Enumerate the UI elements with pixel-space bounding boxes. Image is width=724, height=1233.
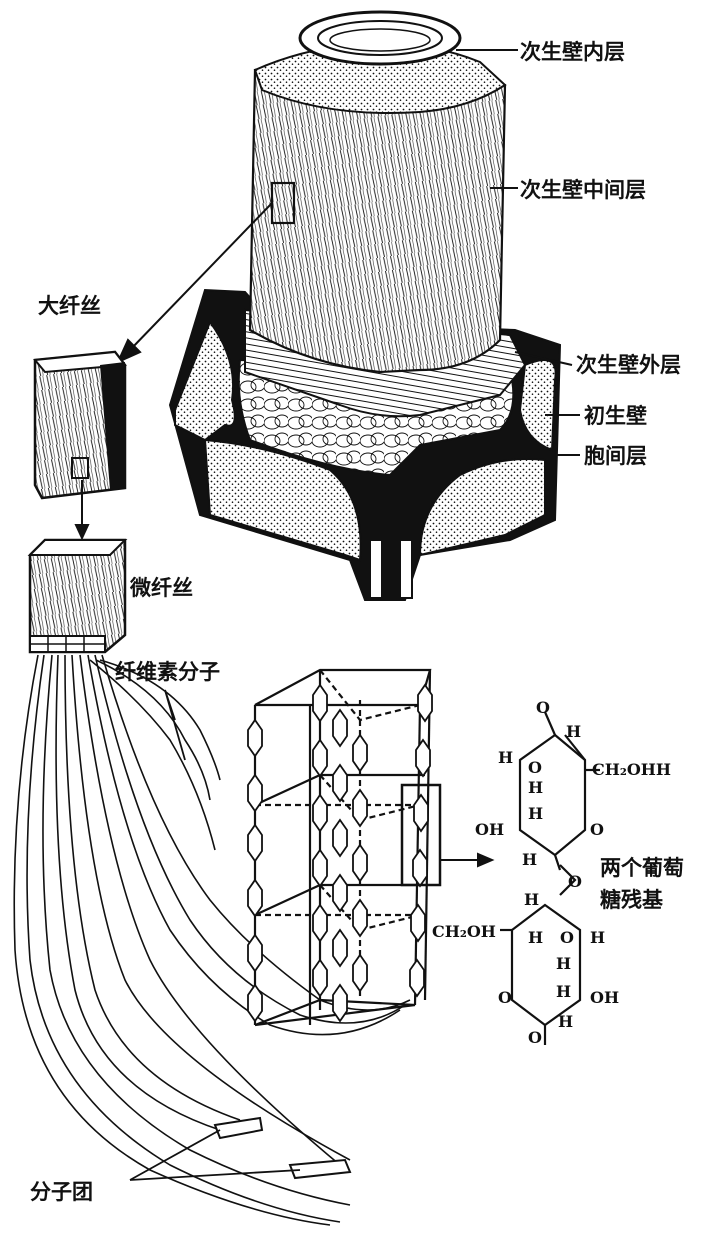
neighbour-cell-right — [518, 359, 557, 452]
chem-top-H-right: H — [566, 722, 582, 741]
leader-secondary-outer — [514, 351, 573, 366]
label-glucose-residues-line2: 糖残基 — [600, 888, 663, 912]
ring-chain-mid2 — [332, 708, 348, 1023]
label-glucose-residues-line1: 两个葡萄 — [600, 856, 684, 880]
ring-chain-left — [247, 718, 263, 1023]
neighbour-cell-left — [174, 319, 236, 442]
chem-lower-H4: H — [556, 982, 572, 1001]
glucose-residue-structure — [500, 711, 600, 1045]
molecule-leaders — [129, 689, 301, 1181]
chem-top-H-left: H — [498, 748, 514, 767]
leader-micelle-1 — [129, 1129, 221, 1181]
glucose-rings — [247, 683, 433, 1023]
ring-chain-mid — [312, 683, 328, 998]
chem-top-O: O — [536, 698, 550, 717]
label-secondary-wall-inner: 次生壁内层 — [520, 40, 625, 64]
chem-mid-O1: O — [528, 758, 542, 777]
chem-ring-O-left: O — [498, 988, 512, 1007]
chem-mid-H2: H — [528, 804, 544, 823]
zoom-arrow-2 — [74, 480, 90, 541]
label-cellulose-molecule: 纤维素分子 — [115, 660, 220, 684]
ring-chain-centre — [352, 733, 368, 993]
label-macrofibril: 大纤丝 — [38, 294, 101, 318]
leader-micelle-2 — [129, 1169, 301, 1181]
macrofibril-block — [33, 350, 127, 500]
inner-layer-rim — [317, 20, 443, 56]
label-secondary-wall-outer: 次生壁外层 — [576, 353, 681, 377]
label-middle-lamella: 胞间层 — [584, 444, 647, 468]
label-microfibril: 微纤丝 — [130, 576, 193, 600]
leader-lines — [456, 49, 580, 456]
cellulose-fibres — [13, 654, 411, 1226]
chem-bottom-O: O — [528, 1028, 542, 1047]
chem-lower-O1: O — [560, 928, 574, 947]
chem-lower-H1: H — [528, 928, 544, 947]
chem-oh-right: OH — [590, 988, 620, 1007]
chem-ring-O-right: O — [590, 820, 604, 839]
chem-mid-H1: H — [528, 778, 544, 797]
chem-link-H: H — [522, 850, 538, 869]
chem-lower-H3: H — [556, 954, 572, 973]
chem-bridge-O: O — [568, 872, 582, 891]
chem-ch2ohh: CH₂OHH — [592, 760, 672, 779]
microfibril-block — [27, 538, 128, 654]
chem-lower-H-left: H — [524, 890, 540, 909]
label-secondary-wall-middle: 次生壁中间层 — [520, 178, 646, 202]
label-primary-wall: 初生壁 — [584, 404, 647, 428]
chem-lower-H2: H — [590, 928, 606, 947]
neighbour-cell-front-right — [418, 458, 546, 557]
label-micelle: 分子团 — [30, 1180, 93, 1204]
lamella-cut-1 — [369, 539, 383, 599]
zoom-arrow-1 — [115, 202, 273, 365]
glucose-pair-highlight — [400, 783, 442, 887]
neighbour-cell-front-left — [203, 438, 362, 562]
chem-oh-left: OH — [475, 820, 505, 839]
chem-bottom-H: H — [558, 1012, 574, 1031]
fibre-ends — [213, 1116, 352, 1180]
zoom-arrow-3 — [440, 852, 495, 868]
ring-chain-right — [409, 683, 433, 998]
cell-wall-block — [168, 10, 562, 601]
inner-layer-lumen — [329, 28, 431, 52]
microfibril-marker — [71, 457, 89, 479]
lamella-cut-2 — [399, 539, 413, 599]
chem-lower-ch2oh: CH₂OH — [432, 922, 496, 941]
leader-cellulose-molecule-2 — [164, 689, 176, 721]
